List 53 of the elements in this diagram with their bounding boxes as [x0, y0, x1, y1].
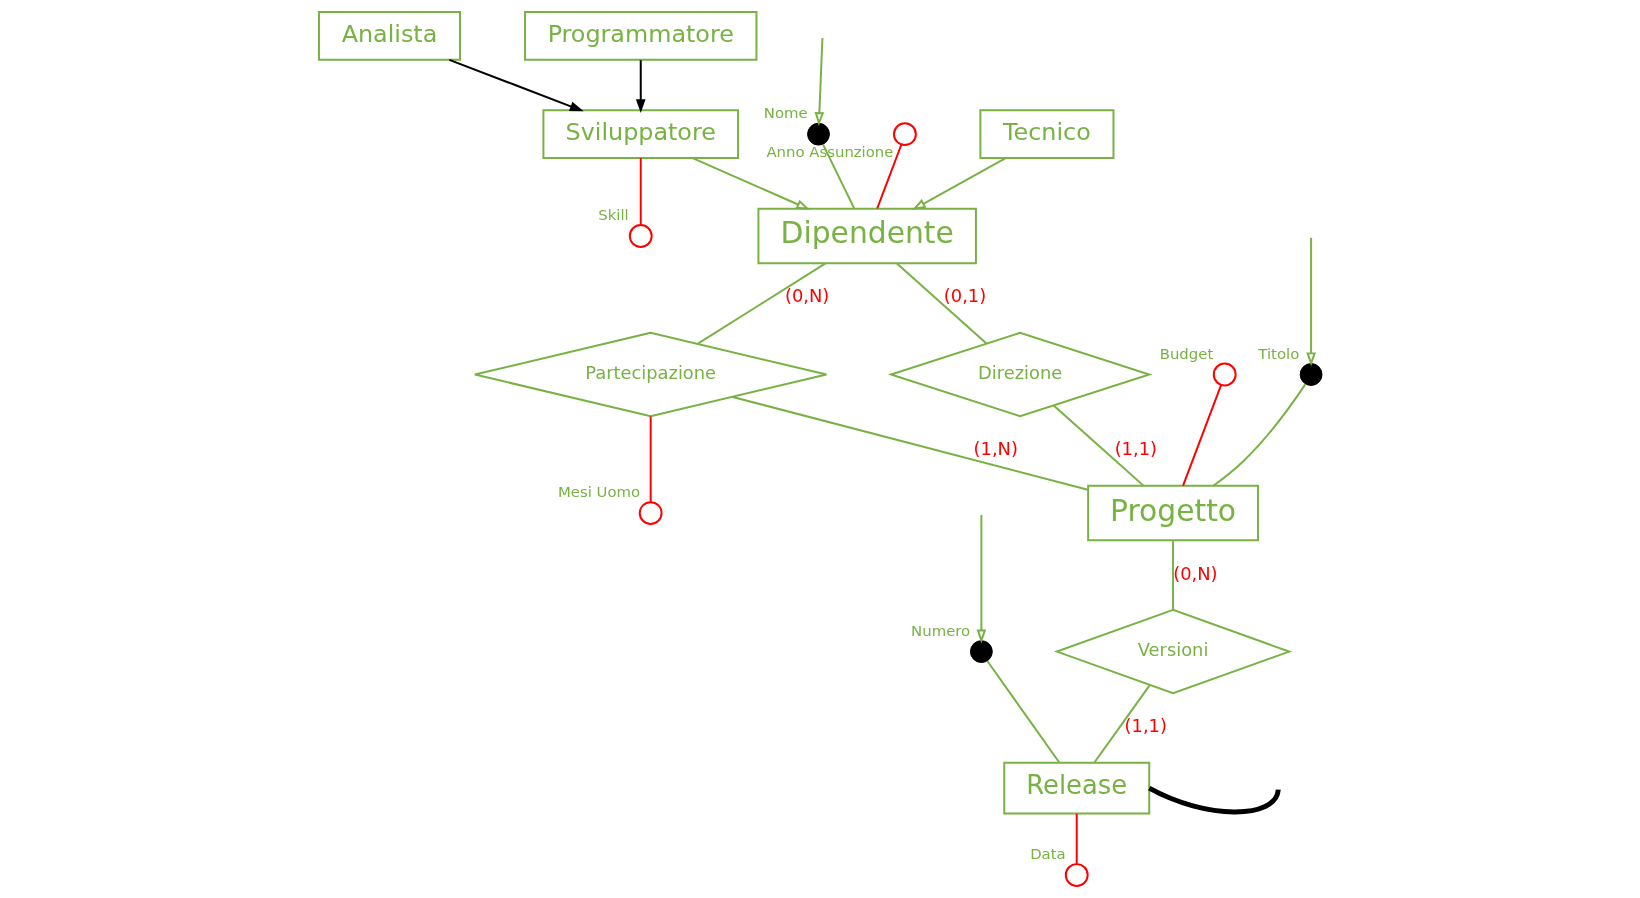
node-box: Tecnico: [978, 109, 1114, 159]
node-label: Titolo: [1257, 344, 1299, 363]
node-circle: [1064, 863, 1089, 887]
arrow: [976, 513, 986, 644]
node-box: Dipendente: [756, 207, 977, 265]
edge-label: (0,1): [943, 285, 986, 307]
connector: [895, 262, 987, 345]
connector: [875, 143, 902, 210]
node-box: Analista: [317, 11, 461, 61]
node-label: Budget: [1159, 344, 1213, 363]
connector: [1181, 383, 1222, 487]
connector: [985, 660, 1060, 764]
connector: [731, 395, 1089, 491]
node-label: Mesi Uomo: [557, 483, 640, 502]
connector: [821, 143, 855, 210]
node-diamond: Versioni: [1053, 608, 1292, 695]
node-label: Numero: [910, 621, 970, 640]
connector: [639, 157, 642, 226]
connector: [1171, 539, 1174, 611]
node-circle: [806, 122, 830, 146]
node-diamond: Direzione: [887, 331, 1152, 418]
connector: [1075, 812, 1078, 865]
edge-label: (0,N): [1172, 562, 1218, 584]
node-circle: [892, 122, 917, 147]
arrow: [635, 59, 646, 114]
node-box: Release: [1002, 761, 1150, 815]
node-box: Programmatore: [523, 11, 757, 61]
node-circle: [638, 501, 663, 525]
arrow: [447, 58, 584, 112]
edge-label: (1,N): [973, 438, 1018, 460]
node-label: Data: [1029, 845, 1066, 864]
node-circle: [1299, 363, 1323, 386]
edge-label: (1,1): [1124, 715, 1167, 737]
node-label: Nome: [763, 104, 808, 123]
arrow: [691, 157, 810, 210]
connector: [696, 262, 826, 345]
connector: [1092, 684, 1151, 764]
edge-label: (1,1): [1114, 438, 1157, 460]
arrow: [911, 157, 1007, 211]
connector: [1211, 383, 1306, 487]
connector: [1147, 785, 1281, 815]
edge-label: (0,N): [784, 285, 829, 307]
node-box: Progetto: [1086, 484, 1259, 542]
connector: [1052, 404, 1144, 487]
node-label: Skill: [597, 206, 629, 225]
node-circle: [969, 640, 993, 663]
node-diamond: Partecipazione: [473, 331, 827, 418]
arrow: [814, 36, 824, 127]
node-circle: [628, 224, 653, 248]
node-circle: [1212, 362, 1237, 387]
arrow: [1305, 236, 1316, 367]
node-box: Sviluppatore: [541, 109, 739, 159]
connector: [649, 415, 652, 503]
